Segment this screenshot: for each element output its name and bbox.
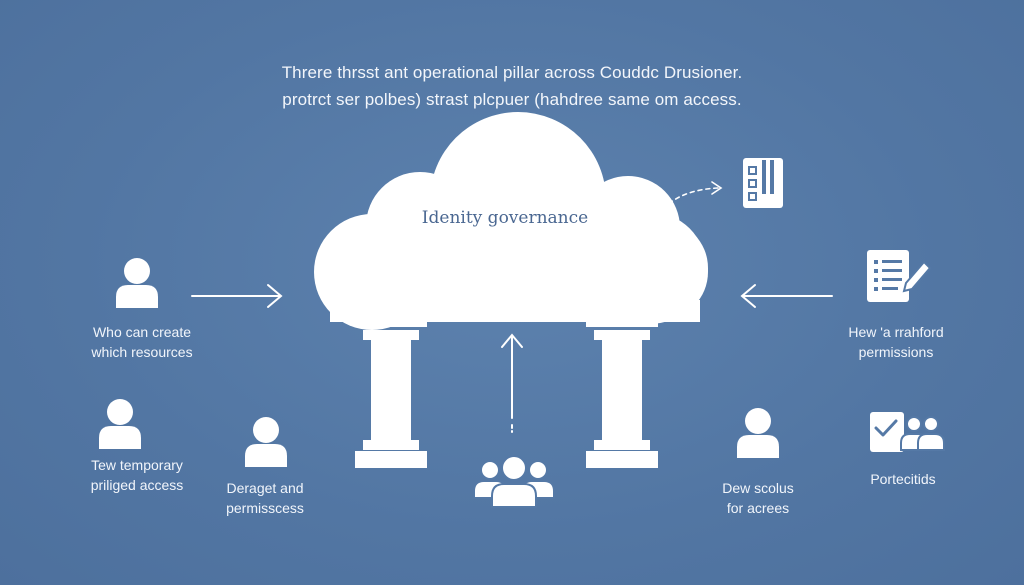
- left-pillar: [355, 321, 427, 468]
- label-delegated: Deraget and permisscess: [195, 478, 335, 518]
- identity-governance-cloud: [314, 112, 708, 330]
- arrow-left-to-cloud: [191, 284, 283, 308]
- edit-document-icon: [867, 250, 932, 302]
- label-permissions-line-2: permissions: [858, 344, 934, 360]
- label-temporary-access: Tew temporary priliged access: [62, 455, 212, 495]
- label-who-line-1: Who can create: [92, 324, 192, 340]
- heading-line-2: protrct ser polbes) strast plcpuer (hahd…: [282, 90, 742, 109]
- user-icon-who: [116, 258, 158, 308]
- user-icon-temporary: [99, 399, 141, 449]
- label-temporary-line-1: Tew temporary: [91, 457, 183, 473]
- cloud-title: Idenity governance: [421, 208, 589, 228]
- arrow-up-center: [501, 333, 523, 433]
- label-delegated-line-2: permisscess: [226, 500, 304, 516]
- label-scolus: Dew scolus for acrees: [688, 478, 828, 518]
- label-permissions: Hew 'a rrahford permissions: [826, 322, 966, 362]
- label-temporary-line-2: priliged access: [90, 477, 184, 493]
- checklist-document-icon: [743, 158, 783, 208]
- label-portecitids-line-1: Portecitids: [870, 471, 936, 487]
- label-permissions-line-1: Hew 'a rrahford: [848, 324, 944, 340]
- user-group-icon-center: [473, 455, 555, 508]
- label-delegated-line-1: Deraget and: [226, 480, 304, 496]
- right-pillar: [586, 321, 658, 468]
- user-icon-delegated: [245, 417, 287, 467]
- heading-line-1: Threre thrsst ant operational pillar acr…: [281, 63, 743, 82]
- verified-team-icon: [870, 412, 945, 452]
- dashed-arrow-to-document: [657, 181, 723, 216]
- label-portecitids: Portecitids: [833, 469, 973, 489]
- label-who-line-2: which resources: [91, 344, 193, 360]
- arrow-right-to-cloud: [740, 284, 833, 308]
- label-who-can-create: Who can create which resources: [72, 322, 212, 362]
- user-icon-scolus: [737, 408, 779, 458]
- label-scolus-line-1: Dew scolus: [722, 480, 794, 496]
- label-scolus-line-2: for acrees: [726, 500, 790, 516]
